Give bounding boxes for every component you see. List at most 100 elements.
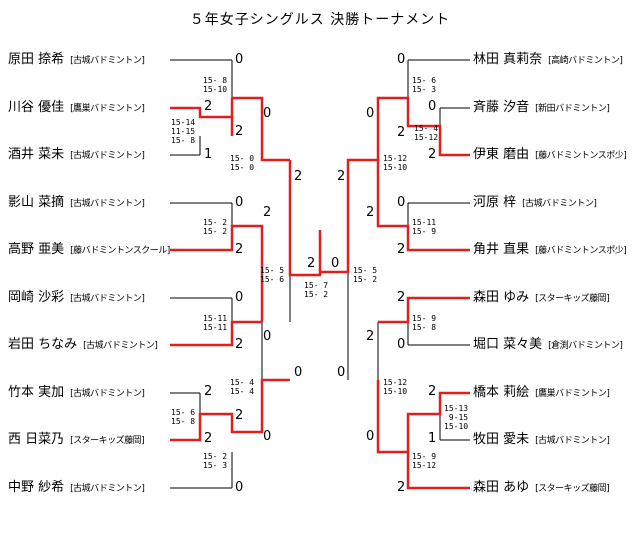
left-player-9: 西 日菜乃 [スターキッズ藤岡]	[8, 432, 145, 449]
result-number: 2	[204, 384, 213, 399]
result-number: 0	[366, 106, 375, 121]
player-name: 川谷 優佳	[8, 100, 65, 115]
right-player-2: 斉藤 汐音 [新田バドミントン]	[473, 100, 610, 117]
result-number: 2	[204, 431, 213, 446]
player-club: [高崎バドミントン]	[548, 56, 623, 66]
player-name: 斉藤 汐音	[473, 100, 530, 115]
result-number: 2	[235, 124, 244, 139]
player-name: 堀口 菜々美	[473, 337, 543, 352]
left-player-1: 原田 捺希[古城バドミントン]	[8, 52, 145, 69]
result-number: 2	[235, 408, 244, 423]
match-score: 15-11 15- 9	[412, 218, 437, 236]
result-number: 0	[235, 195, 244, 210]
player-club: [古城バドミントン]	[70, 151, 145, 161]
player-club: [古城バドミントン]	[535, 436, 610, 446]
result-number: 2	[366, 205, 375, 220]
right-player-6: 森田 ゆみ [スターキッズ藤岡]	[473, 290, 610, 307]
left-player-7: 岩田 ちなみ [古城バドミントン]	[8, 337, 158, 354]
player-club: [古城バドミントン]	[70, 199, 145, 209]
player-name: 影山 菜摘	[8, 195, 65, 210]
winner-lines	[170, 96, 470, 490]
player-name: 伊東 磨由	[473, 147, 530, 162]
player-club: [藤バドミントンスクール]	[70, 246, 170, 256]
player-club: [倉渕バドミントン]	[548, 341, 623, 351]
match-score: 15- 4 15- 4	[230, 378, 255, 396]
left-player-4: 影山 菜摘 [古城バドミントン]	[8, 195, 145, 212]
result-number: 0	[263, 429, 272, 444]
result-number: 0	[235, 480, 244, 495]
player-name: 森田 ゆみ	[473, 290, 530, 305]
match-score: 15- 2 15- 2	[203, 218, 228, 236]
result-number: 0	[397, 337, 406, 352]
left-player-10: 中野 紗希[古城バドミントン]	[8, 480, 145, 497]
player-name: 森田 あゆ	[473, 480, 530, 495]
player-club: [スターキッズ藤岡]	[70, 436, 145, 446]
result-number: 2	[337, 169, 346, 184]
result-number: 0	[397, 52, 406, 67]
match-score: 15- 5 15- 2	[353, 266, 378, 284]
player-name: 橋本 莉絵	[473, 385, 530, 400]
left-player-8: 竹本 実加[古城バドミントン]	[8, 385, 145, 402]
match-score: 15-14 11-15 15- 8	[171, 118, 196, 145]
left-player-5: 高野 亜美[藤バドミントンスクール]	[8, 242, 170, 259]
right-player-3: 伊東 磨由[藤バドミントンスポ少]	[473, 147, 627, 164]
final-result-left: 2	[307, 256, 316, 271]
result-number: 2	[366, 329, 375, 344]
right-player-5: 角井 直果[藤バドミントンスポ少]	[473, 242, 627, 259]
player-club: [古城バドミントン]	[70, 484, 145, 494]
player-club: [新田バドミントン]	[535, 104, 610, 114]
match-score: 15- 6 15- 3	[412, 76, 437, 94]
result-number: 0	[263, 106, 272, 121]
result-number: 2	[235, 242, 244, 257]
loser-lines	[170, 59, 470, 489]
result-number: 0	[263, 329, 272, 344]
match-score: 15-12 15-10	[383, 378, 408, 396]
player-name: 西 日菜乃	[8, 432, 65, 447]
match-score: 15- 2 15- 3	[203, 452, 228, 470]
player-name: 河原 梓	[473, 195, 517, 210]
match-score: 15-11 15-11	[203, 314, 228, 332]
result-number: 2	[294, 169, 303, 184]
right-player-8: 橋本 莉絵[鷹巣バドミントン]	[473, 385, 610, 402]
final-result-right: 0	[331, 256, 340, 271]
final-score: 15- 7 15- 2	[304, 281, 329, 299]
result-number: 2	[428, 384, 437, 399]
match-score: 15- 9 15- 8	[412, 314, 437, 332]
player-club: [古城バドミントン]	[522, 199, 597, 209]
page-title: ５年女子シングルス 決勝トーナメント	[189, 12, 451, 28]
player-club: [古城バドミントン]	[83, 341, 158, 351]
player-name: 岩田 ちなみ	[8, 337, 78, 352]
result-number: 2	[397, 125, 406, 140]
player-club: [スターキッズ藤岡]	[535, 484, 610, 494]
right-player-4: 河原 梓 [古城バドミントン]	[473, 195, 597, 212]
match-score: 15- 9 15-12	[412, 452, 437, 470]
result-number: 2	[235, 337, 244, 352]
result-number: 2	[397, 290, 406, 305]
player-name: 岡崎 沙彩	[8, 290, 65, 305]
right-player-9: 牧田 愛未 [古城バドミントン]	[473, 432, 610, 449]
player-club: [古城バドミントン]	[70, 56, 145, 66]
result-number: 0	[337, 365, 346, 380]
player-name: 林田 真莉奈	[473, 52, 543, 67]
player-club: [古城バドミントン]	[70, 389, 145, 399]
left-player-2: 川谷 優佳 [鷹巣バドミントン]	[8, 100, 145, 117]
result-number: 1	[428, 431, 437, 446]
right-player-10: 森田 あゆ [スターキッズ藤岡]	[473, 480, 610, 497]
player-name: 牧田 愛未	[473, 432, 530, 447]
result-number: 0	[235, 52, 244, 67]
result-number: 0	[235, 290, 244, 305]
match-score: 15- 0 15- 0	[230, 154, 255, 172]
right-player-1: 林田 真莉奈 [高崎バドミントン]	[473, 52, 623, 69]
player-club: [古城バドミントン]	[70, 294, 145, 304]
left-player-6: 岡崎 沙彩 [古城バドミントン]	[8, 290, 145, 307]
result-number: 2	[397, 242, 406, 257]
match-score: 15- 6 15- 8	[171, 408, 196, 426]
player-club: [鷹巣バドミントン]	[70, 104, 145, 114]
result-number: 0	[428, 99, 437, 114]
right-player-7: 堀口 菜々美 [倉渕バドミントン]	[473, 337, 623, 354]
match-score: 15- 5 15- 6	[260, 266, 285, 284]
result-number: 1	[204, 147, 213, 162]
player-club: [スターキッズ藤岡]	[535, 294, 610, 304]
match-score: 15-12 15-10	[383, 154, 408, 172]
